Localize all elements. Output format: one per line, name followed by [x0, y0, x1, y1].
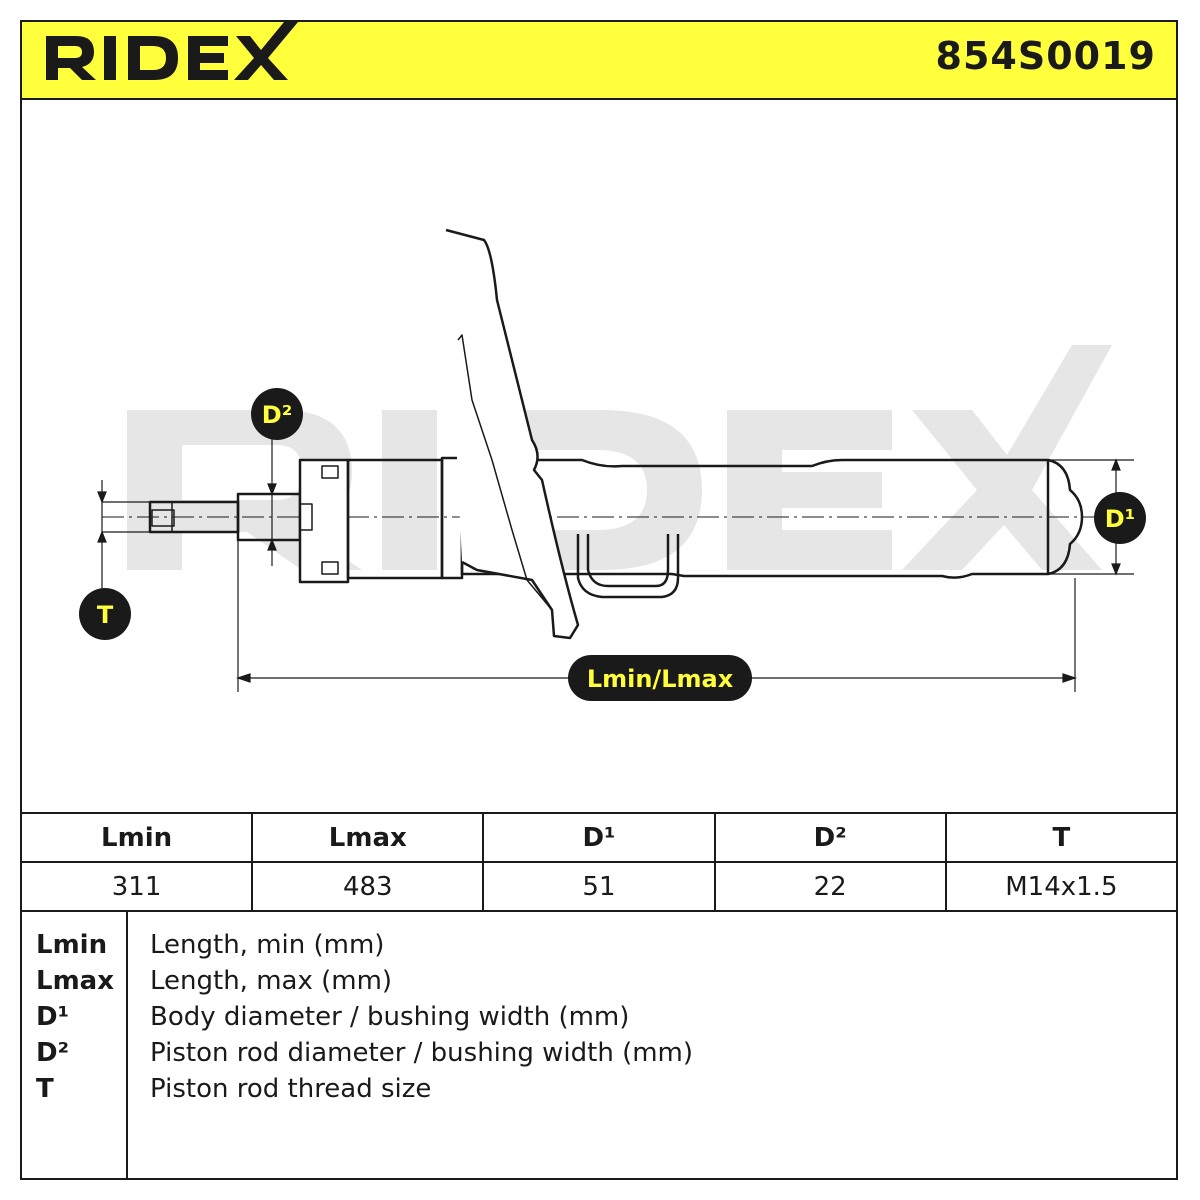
spec-value-row: 311 483 51 22 M14x1.5 [19, 861, 1179, 912]
legend-row: D² Piston rod diameter / bushing width (… [22, 1038, 1172, 1074]
label-length: Lmin/Lmax [587, 665, 734, 693]
legend-row: Lmax Length, max (mm) [22, 966, 1172, 1002]
legend-desc: Length, min (mm) [150, 930, 385, 960]
badge-t: T [79, 588, 131, 640]
spec-value: 483 [251, 861, 485, 912]
end-cap [1047, 458, 1084, 576]
legend-key: Lmax [36, 966, 114, 996]
main-body [460, 458, 1050, 579]
watermark-logo [127, 345, 1112, 570]
label-d1: D¹ [1105, 505, 1135, 533]
legend-row: Lmin Length, min (mm) [22, 930, 1172, 966]
brake-line-clip [576, 534, 680, 599]
legend-desc: Length, max (mm) [150, 966, 393, 996]
legend-desc: Piston rod thread size [150, 1074, 432, 1104]
legend-divider [126, 910, 128, 1178]
logo-letters [46, 22, 298, 80]
spec-header: T [944, 812, 1179, 863]
spec-header: Lmax [251, 812, 485, 863]
spec-value: 22 [713, 861, 947, 912]
shock-absorber-drawing: D² T D¹ Lmin/Lmax [79, 228, 1146, 701]
legend-desc: Body diameter / bushing width (mm) [150, 1002, 630, 1032]
label-t: T [97, 601, 114, 629]
badge-d1: D¹ [1094, 492, 1146, 544]
legend-key: Lmin [36, 930, 108, 960]
part-number: 854S0019 [935, 34, 1156, 78]
spec-header: Lmin [19, 812, 254, 863]
legend-box: Lmin Length, min (mm) Lmax Length, max (… [20, 910, 1178, 1180]
label-d2: D² [262, 401, 292, 429]
legend-key: T [36, 1074, 54, 1104]
spec-value: 311 [19, 861, 254, 912]
spec-header: D¹ [482, 812, 716, 863]
strut-bracket [445, 228, 580, 640]
legend-row: T Piston rod thread size [22, 1074, 1172, 1110]
badge-length: Lmin/Lmax [568, 655, 752, 701]
legend-desc: Piston rod diameter / bushing width (mm) [150, 1038, 694, 1068]
legend-key: D² [36, 1038, 69, 1068]
spec-value: M14x1.5 [944, 861, 1179, 912]
spec-header-row: Lmin Lmax D¹ D² T [19, 812, 1179, 863]
spec-header: D² [713, 812, 947, 863]
spec-table: Lmin Lmax D¹ D² T 311 483 51 22 M14x1.5 [19, 812, 1179, 912]
legend-row: D¹ Body diameter / bushing width (mm) [22, 1002, 1172, 1038]
legend-key: D¹ [36, 1002, 69, 1032]
seat-ring [440, 456, 464, 580]
spec-value: 51 [482, 861, 716, 912]
badge-d2: D² [251, 388, 303, 440]
top-mount [298, 458, 350, 584]
ridex-logo [46, 22, 298, 80]
